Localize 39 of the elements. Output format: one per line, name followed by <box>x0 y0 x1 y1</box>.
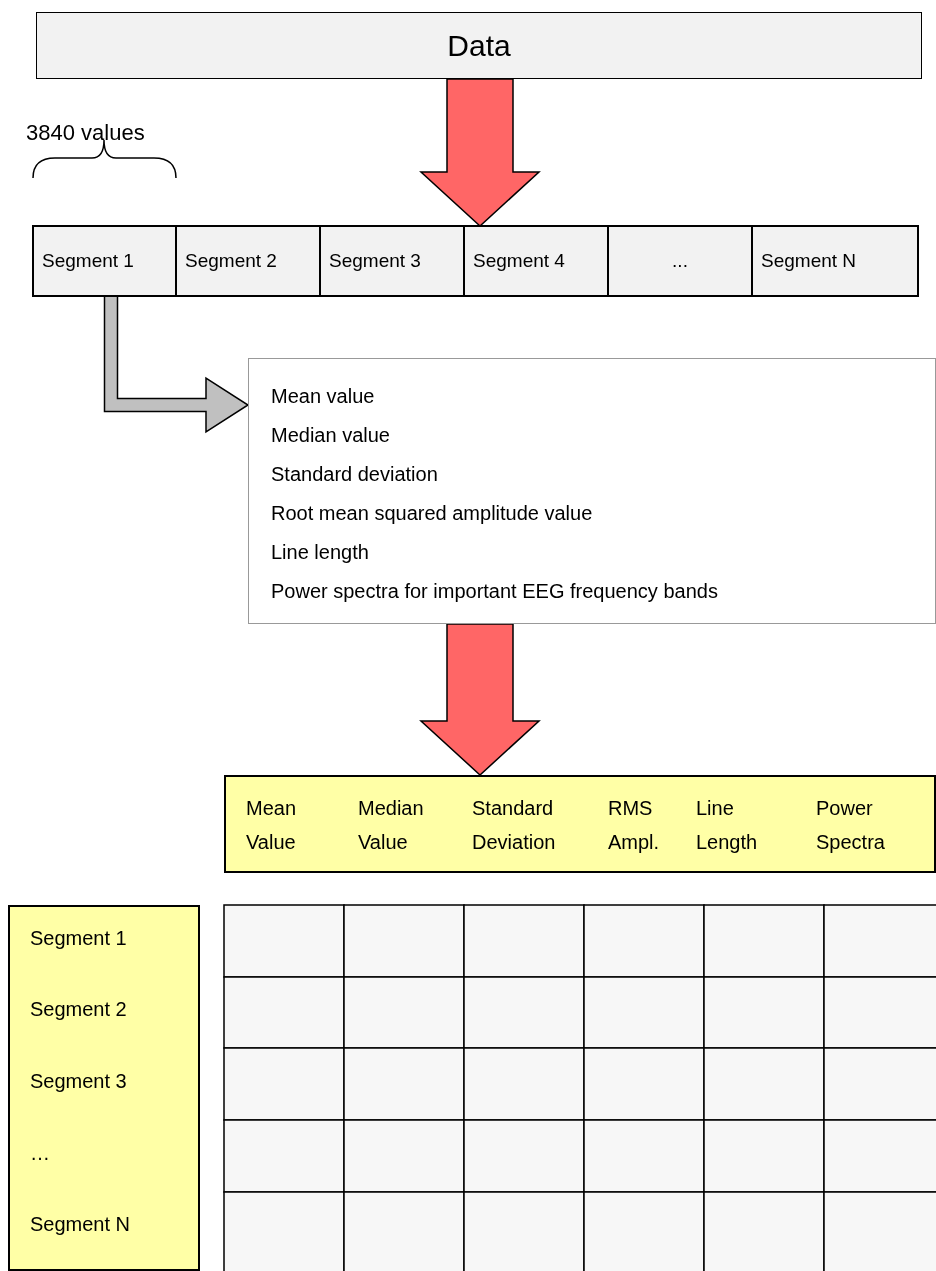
feature-item: Line length <box>271 540 369 565</box>
column-header: RMS Ampl. <box>608 796 661 855</box>
column-header-box <box>224 775 936 873</box>
column-header: Line Length <box>696 796 759 855</box>
segment-cell <box>608 226 752 296</box>
segment-label: ... <box>672 248 688 273</box>
feature-item: Root mean squared amplitude value <box>271 501 593 526</box>
row-header: Segment 1 <box>30 926 127 951</box>
segment-label: Segment 4 <box>473 248 565 273</box>
segment-label: Segment N <box>761 248 857 273</box>
block-arrow <box>103 295 250 434</box>
segment-cell <box>464 226 608 296</box>
feature-item: Median value <box>271 423 390 448</box>
segment-size-label: 3840 values <box>26 119 145 147</box>
row-header: Segment N <box>30 1212 131 1237</box>
row-header: Segment 3 <box>30 1069 127 1094</box>
feature-item: Power spectra for important EEG frequency bands <box>271 579 718 604</box>
segment-cell <box>752 226 918 296</box>
column-header: Mean Value <box>246 796 298 855</box>
segment-cell <box>33 226 176 296</box>
column-header: Standard Deviation <box>472 796 557 855</box>
feature-list-box <box>248 358 936 624</box>
data-box <box>36 12 922 79</box>
data-label: Data <box>447 28 511 64</box>
column-header: Power Spectra <box>816 796 886 855</box>
segment-label: Segment 1 <box>42 248 134 273</box>
row-header: Segment 2 <box>30 997 127 1022</box>
feature-item: Mean value <box>271 384 375 409</box>
row-header-box <box>8 905 200 1271</box>
row-header: … <box>30 1141 50 1166</box>
segment-label: Segment 3 <box>329 248 421 273</box>
column-header: Median Value <box>358 796 425 855</box>
block-arrow <box>419 623 541 776</box>
segment-cell <box>176 226 320 296</box>
segment-bar <box>33 226 918 296</box>
block-arrow <box>419 78 541 227</box>
feature-item: Standard deviation <box>271 462 438 487</box>
segment-label: Segment 2 <box>185 248 277 273</box>
segment-cell <box>320 226 464 296</box>
